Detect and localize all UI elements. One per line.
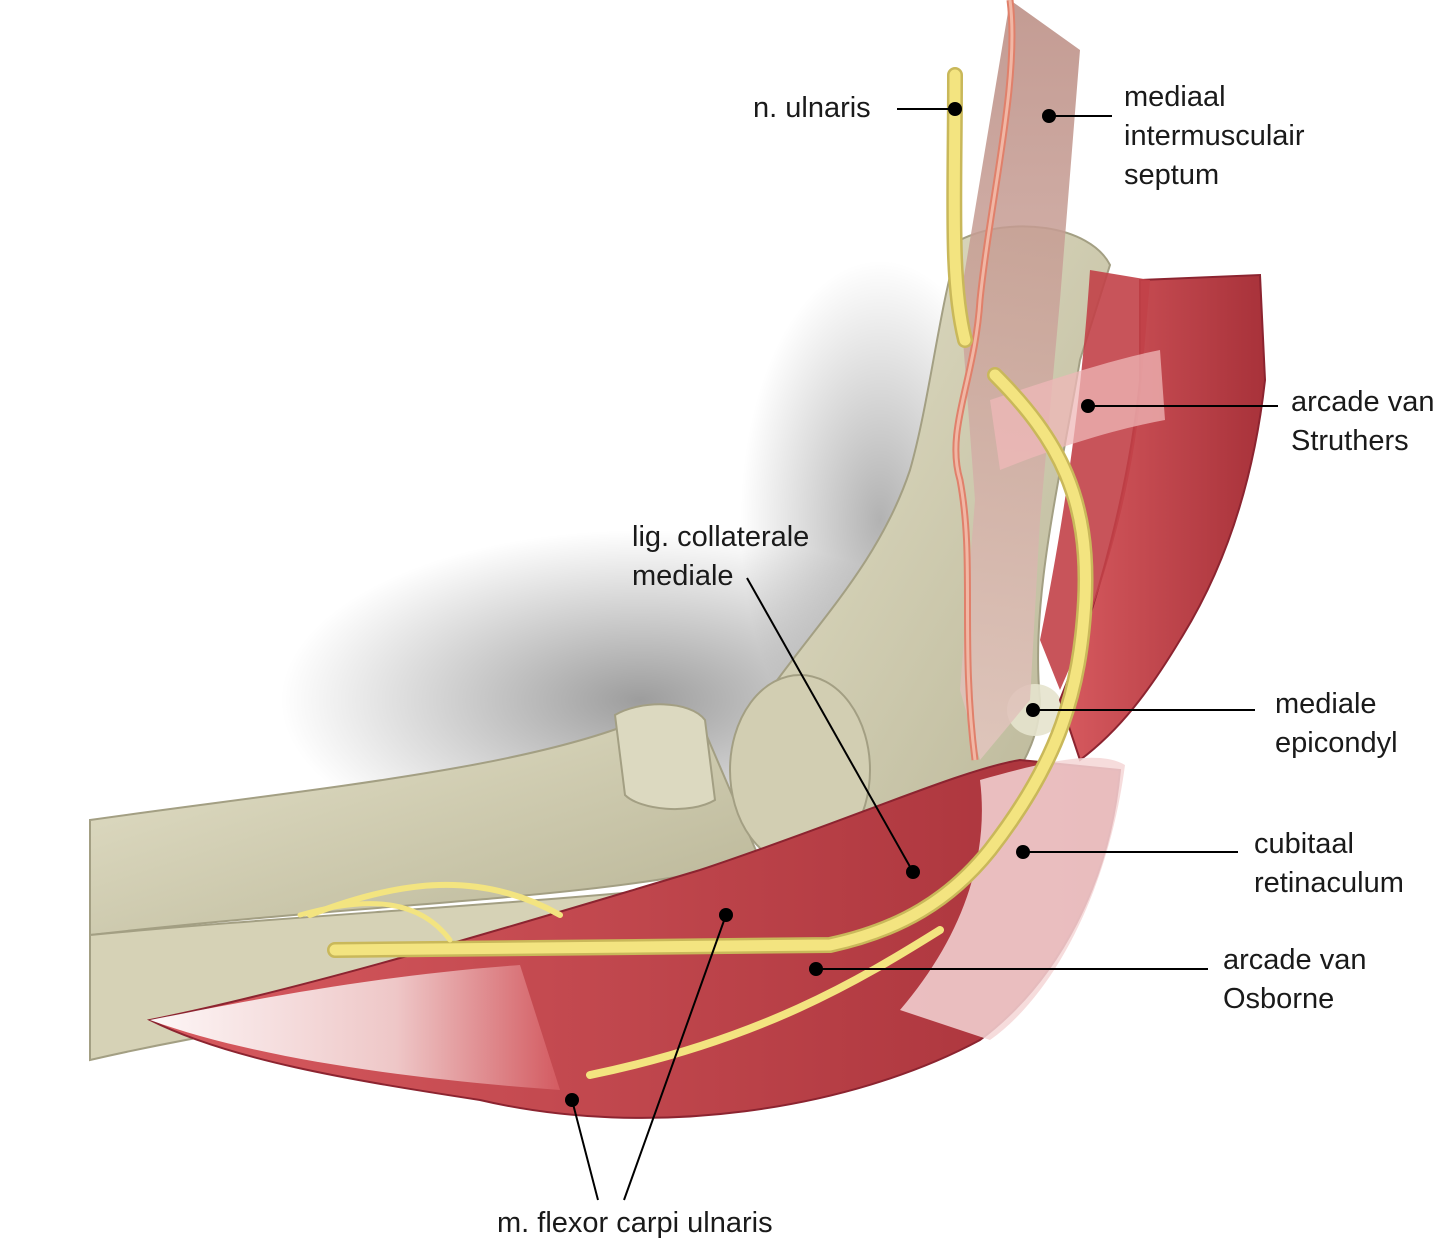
label-collateral-line1: lig. collaterale bbox=[632, 521, 810, 553]
label-osborne-line2: Osborne bbox=[1223, 983, 1335, 1015]
label-epicondyle-line1: mediale bbox=[1275, 688, 1377, 720]
dot-struthers bbox=[1081, 399, 1095, 413]
label-struthers: arcade van Struthers bbox=[1291, 383, 1435, 461]
dot-ulnar-nerve bbox=[948, 102, 962, 116]
label-septum-line3: septum bbox=[1124, 159, 1220, 191]
dot-fcu-upper bbox=[719, 908, 733, 922]
label-retinaculum: cubitaal retinaculum bbox=[1254, 825, 1404, 903]
leader-fcu-lower bbox=[571, 1099, 599, 1201]
label-struthers-line1: arcade van bbox=[1291, 386, 1435, 418]
marker-dots bbox=[565, 102, 1095, 1107]
leader-fcu-upper bbox=[623, 914, 727, 1201]
dot-collateral-ligament bbox=[906, 865, 920, 879]
dot-osborne bbox=[809, 962, 823, 976]
dot-retinaculum bbox=[1016, 845, 1030, 859]
label-septum-line2: intermusculair bbox=[1124, 120, 1305, 152]
label-ulnar-nerve: n. ulnaris bbox=[753, 92, 871, 124]
label-retinaculum-line2: retinaculum bbox=[1254, 867, 1404, 899]
label-osborne-line1: arcade van bbox=[1223, 944, 1367, 976]
leader-lines bbox=[571, 108, 1278, 1201]
label-septum-line1: mediaal bbox=[1124, 81, 1226, 113]
label-retinaculum-line1: cubitaal bbox=[1254, 828, 1354, 860]
struthers-arcade-band bbox=[990, 350, 1165, 470]
label-struthers-line2: Struthers bbox=[1291, 425, 1409, 457]
label-septum: mediaal intermusculair septum bbox=[1124, 78, 1305, 195]
dot-fcu-lower bbox=[565, 1093, 579, 1107]
label-collateral-ligament: lig. collaterale mediale bbox=[632, 518, 809, 596]
intermuscular-septum bbox=[952, 0, 1080, 761]
label-epicondyle-line2: epicondyl bbox=[1275, 727, 1398, 759]
leader-collateral-ligament bbox=[746, 577, 914, 873]
label-collateral-line2: mediale bbox=[632, 560, 734, 592]
dot-septum bbox=[1042, 109, 1056, 123]
label-fcu: m. flexor carpi ulnaris bbox=[497, 1207, 773, 1239]
upper-arm-muscles bbox=[990, 270, 1267, 762]
label-epicondyle: mediale epicondyl bbox=[1275, 685, 1398, 763]
label-osborne: arcade van Osborne bbox=[1223, 941, 1367, 1019]
dot-epicondyle bbox=[1026, 703, 1040, 717]
